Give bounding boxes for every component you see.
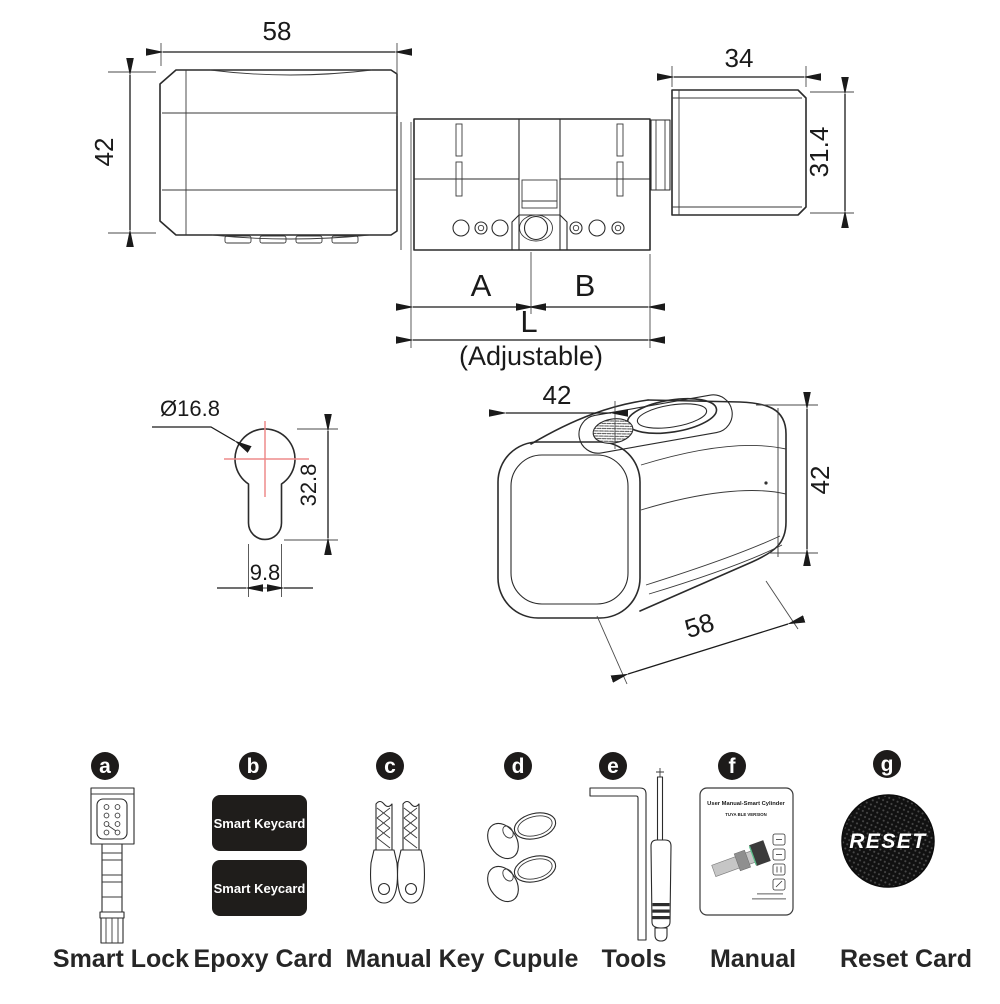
label-tools: Tools — [602, 945, 667, 973]
cylinder-body — [413, 118, 651, 251]
key-graphic-1 — [369, 800, 399, 904]
dim-rear-knob-width: 34 — [657, 43, 821, 87]
manual-cover-title: User Manual-Smart Cylinder — [707, 801, 785, 807]
badge-e — [599, 752, 627, 780]
dim-text-34: 34 — [725, 43, 754, 73]
keycard-2 — [212, 860, 307, 916]
manual-footer-text-lines — [752, 893, 786, 900]
dim-text-32-8: 32.8 — [296, 464, 321, 507]
bottom-edge-arc — [211, 234, 371, 240]
dim-front-knob-width: 58 — [146, 16, 412, 116]
badge-letter-a: a — [99, 755, 111, 778]
package-item-tools: e Tools — [589, 752, 672, 973]
pin-holes — [452, 219, 625, 237]
dim-knob-depth: 58 — [596, 580, 806, 685]
surface-dot — [764, 481, 768, 485]
perspective-knob-view: 42 42 58 — [489, 380, 835, 685]
dim-keyhole-stem-width: 9.8 — [217, 544, 313, 597]
keycard-2-text: Smart Keycard — [214, 881, 306, 896]
dim-text-b: B — [575, 268, 596, 303]
badge-f — [718, 752, 746, 780]
package-contents: a — [53, 750, 972, 973]
adjustment-slot-left — [455, 123, 463, 197]
battery-contact-tabs — [224, 235, 359, 244]
manual-product-photo — [711, 840, 771, 877]
manual-cover-icons — [772, 833, 786, 891]
badge-letter-b: b — [247, 755, 260, 778]
badge-letter-c: c — [384, 755, 396, 778]
keypad-dots — [103, 804, 121, 836]
battery-cap-ring — [626, 397, 718, 435]
rear-collar — [650, 119, 671, 191]
label-reset-card: Reset Card — [840, 945, 972, 973]
dim-text-31-4: 31.4 — [804, 127, 834, 178]
cupule-graphic-2 — [487, 855, 557, 903]
badge-letter-f: f — [729, 755, 737, 778]
dim-sections-a-b-l: A B L (Adjustable) — [396, 122, 665, 371]
badge-c — [376, 752, 404, 780]
label-cupule: Cupule — [494, 945, 579, 973]
label-epoxy-card: Epoxy Card — [194, 945, 333, 973]
dim-knob-top-width: 42 — [489, 380, 628, 449]
dim-text-l: L — [520, 304, 537, 339]
package-item-cupule: d Cupule — [487, 752, 579, 973]
badge-letter-d: d — [512, 755, 525, 778]
badge-g — [873, 750, 901, 778]
badge-letter-g: g — [881, 753, 894, 776]
keyhole-profile-view: Ø16.8 32.8 9.8 — [152, 396, 338, 597]
dim-text-9-8: 9.8 — [250, 560, 281, 585]
keycard-1-text: Smart Keycard — [214, 816, 306, 831]
top-edge-arc — [209, 69, 373, 76]
cam-section — [511, 118, 568, 251]
dim-text-42: 42 — [89, 138, 119, 167]
dim-text-a: A — [471, 268, 492, 303]
dim-text-58: 58 — [263, 16, 292, 46]
knob-front-face — [497, 441, 641, 619]
front-knob-body — [159, 69, 402, 250]
dim-keyhole-height: 32.8 — [284, 414, 338, 555]
badge-letter-e: e — [607, 755, 619, 778]
dim-front-knob-height: 42 — [89, 58, 156, 247]
allen-key-graphic — [589, 787, 647, 941]
reset-disc-text: RESET — [849, 830, 927, 853]
dim-text-adjustable: (Adjustable) — [459, 341, 603, 371]
package-item-manual: f User Manual-Smart Cylinder TUYA BLE VE… — [699, 752, 796, 973]
label-manual: Manual — [710, 945, 796, 973]
dim-text-diameter: Ø16.8 — [160, 396, 220, 421]
manual-cover-graphic: User Manual-Smart Cylinder TUYA BLE VERS… — [699, 787, 794, 916]
knob-top-panel — [578, 394, 733, 454]
manual-cover-subtitle: TUYA BLE VERSION — [725, 812, 766, 817]
cam-screw-hole — [523, 215, 549, 241]
cupule-graphic-1 — [487, 812, 557, 860]
badge-d — [504, 752, 532, 780]
dim-text-58-depth: 58 — [681, 607, 717, 644]
keycard-1 — [212, 795, 307, 851]
package-item-reset-card: g RESET Reset Card — [840, 750, 972, 973]
package-item-manual-key: c Manual Key — [346, 752, 485, 973]
knob-3d-body — [497, 394, 787, 619]
badge-b — [239, 752, 267, 780]
adjustment-slot-right — [616, 123, 624, 197]
key-graphic-2 — [396, 800, 426, 904]
label-manual-key: Manual Key — [346, 945, 485, 973]
screwdriver-graphic — [650, 768, 672, 942]
label-smart-lock: Smart Lock — [53, 945, 189, 973]
dim-text-side-42: 42 — [805, 466, 835, 495]
dim-knob-side-height: 42 — [756, 392, 835, 566]
package-item-smart-lock: a — [53, 752, 189, 973]
dim-text-top-42: 42 — [543, 380, 572, 410]
reset-disc — [841, 794, 935, 888]
badge-a — [91, 752, 119, 780]
smart-lock-graphic — [90, 787, 135, 944]
side-view-assembly: 58 42 34 31.4 — [89, 16, 854, 371]
rear-knob-body — [671, 89, 807, 216]
package-item-epoxy-card: b Smart Keycard Smart Keycard Epoxy Card — [194, 752, 333, 973]
dim-keyhole-diameter: Ø16.8 — [152, 396, 252, 453]
dim-rear-knob-height: 31.4 — [804, 77, 854, 228]
